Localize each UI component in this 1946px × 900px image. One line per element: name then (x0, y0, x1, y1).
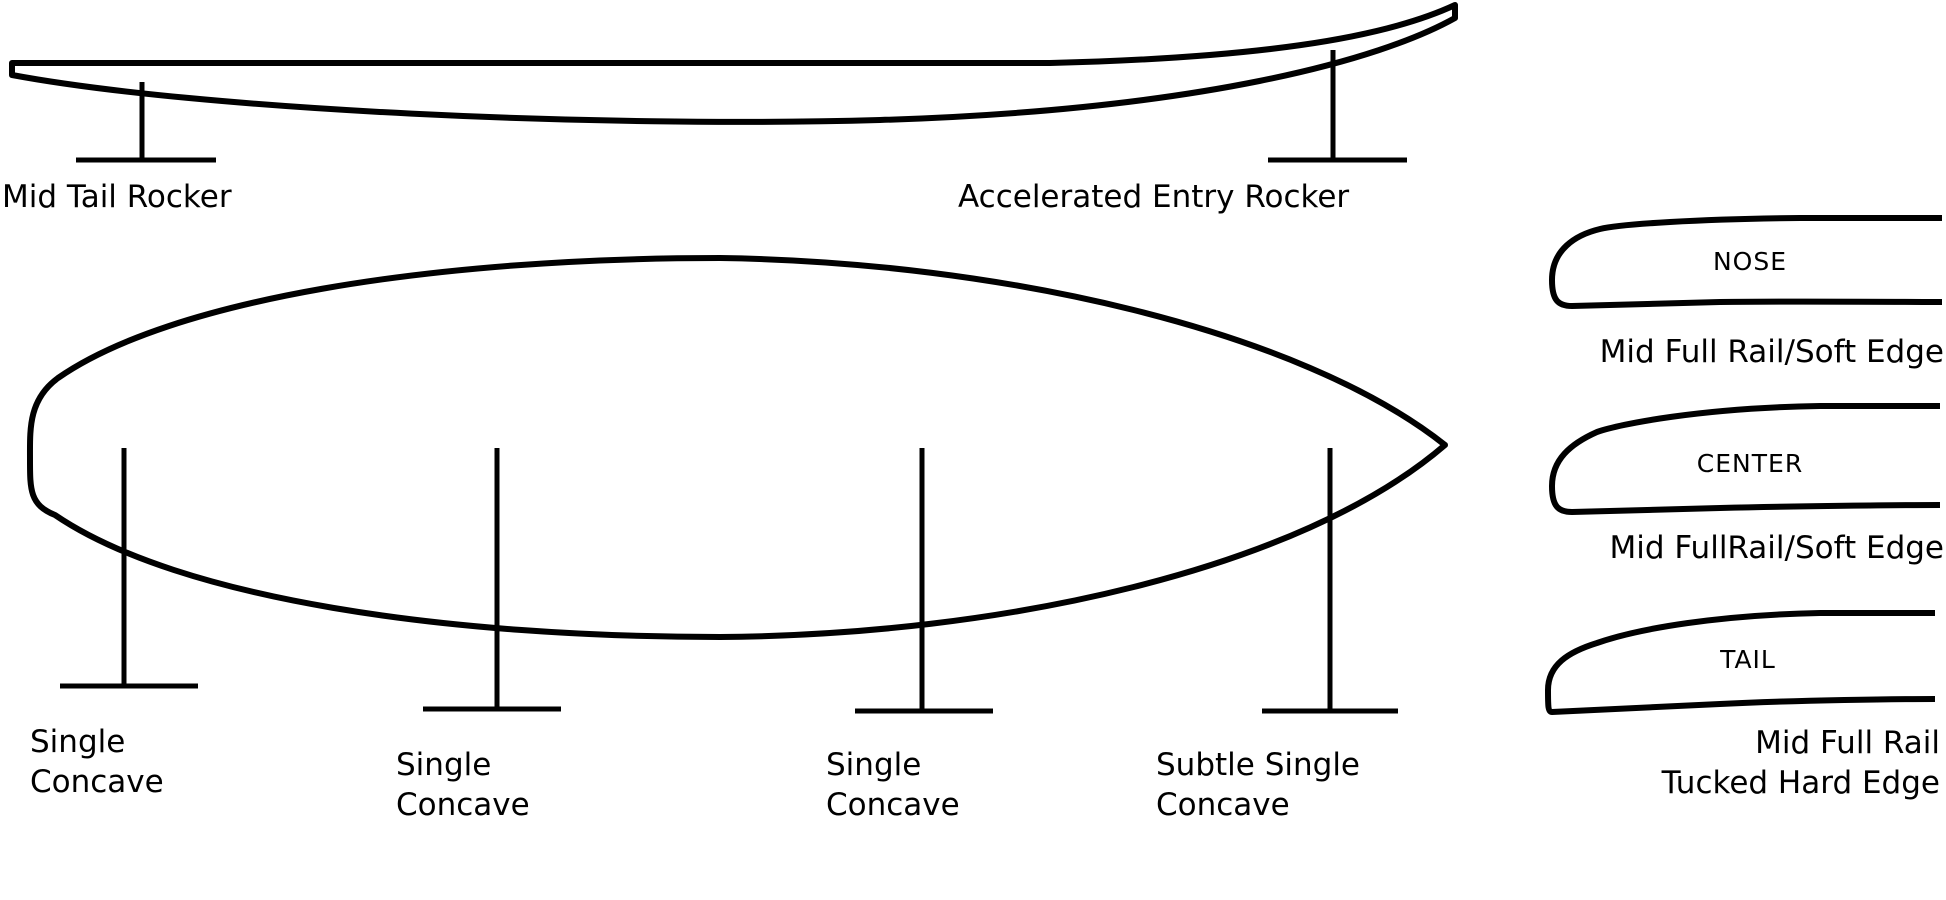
nose-section-label: NOSE (1713, 247, 1787, 276)
concave-label-4-line2: Concave (1156, 787, 1290, 823)
center-rail-label: Mid FullRail/Soft Edge (1610, 530, 1944, 566)
entry-rocker-label: Accelerated Entry Rocker (958, 179, 1349, 215)
nose-rail-label: Mid Full Rail/Soft Edge (1600, 334, 1944, 370)
concave-label-1-line1: Single (30, 724, 125, 760)
tail-rail-profile (1545, 610, 1936, 715)
concave-label-2-line2: Concave (396, 787, 530, 823)
concave-label-3-line2: Concave (826, 787, 960, 823)
concave-label-1-line2: Concave (30, 764, 164, 800)
concave-label-2-line1: Single (396, 747, 491, 783)
tail-rail-label-line2: Tucked Hard Edge (1661, 765, 1940, 801)
concave-label-3-line1: Single (826, 747, 921, 783)
tail-section-label: TAIL (1719, 645, 1776, 674)
center-section-label: CENTER (1697, 449, 1803, 478)
center-rail-profile (1549, 403, 1941, 515)
board-outline (26, 255, 1448, 640)
concave-label-4-line1: Subtle Single (1156, 747, 1360, 783)
rocker-profile-outline (9, 2, 1458, 125)
nose-rail-profile (1549, 215, 1943, 309)
tail-rail-label-line1: Mid Full Rail (1755, 725, 1940, 761)
tail-rocker-label: Mid Tail Rocker (2, 179, 232, 215)
